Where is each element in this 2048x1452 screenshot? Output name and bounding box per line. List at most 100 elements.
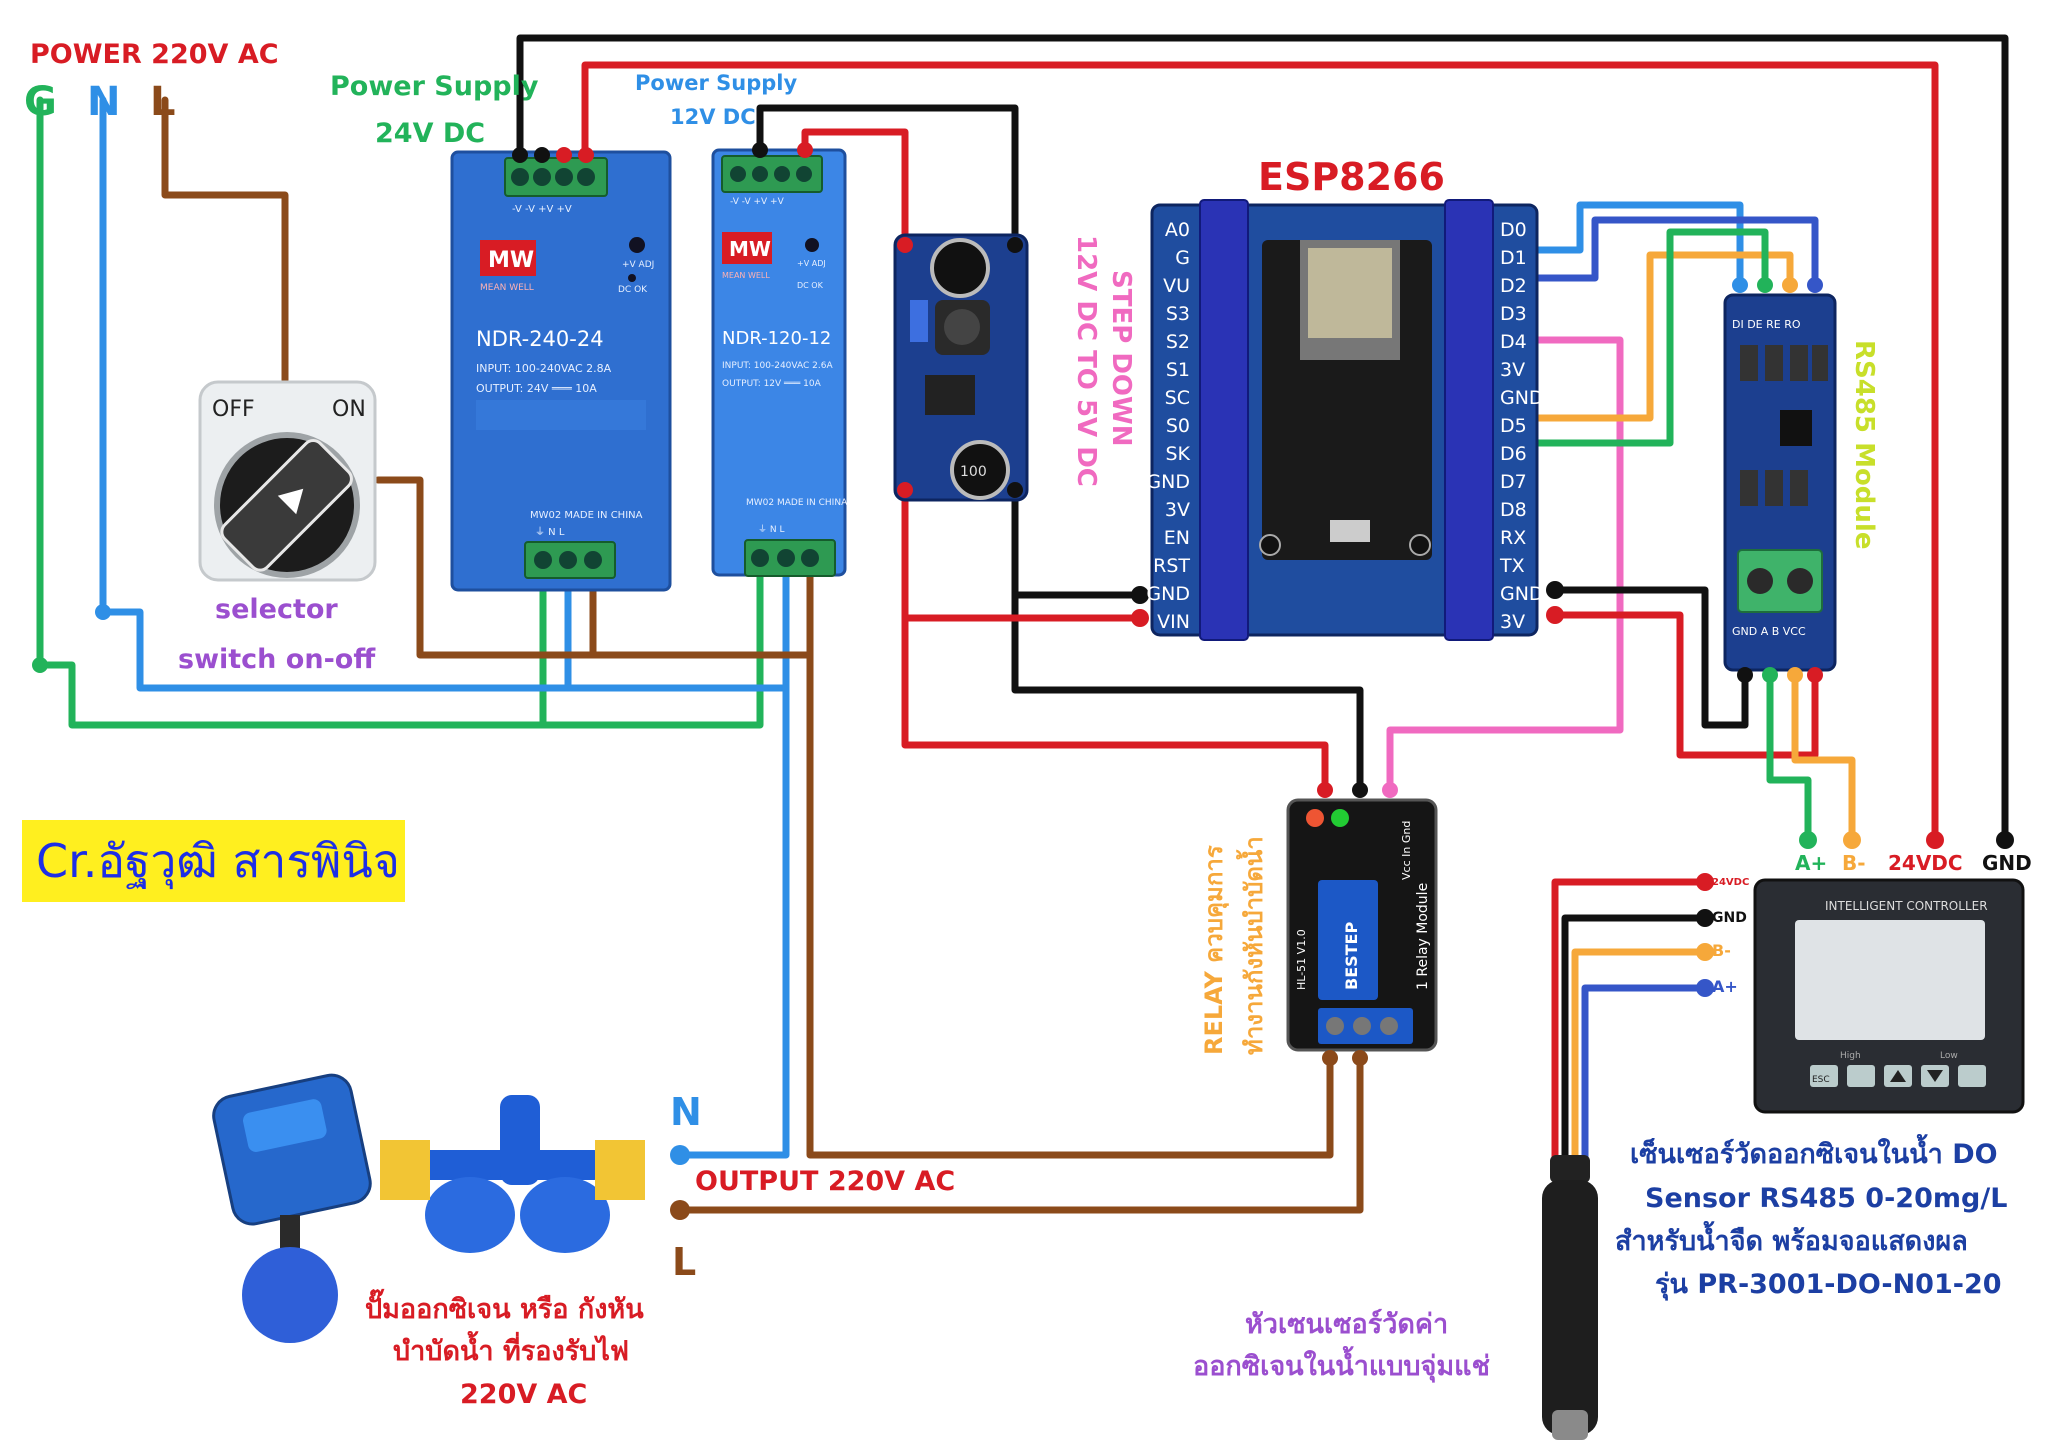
- esp-left-pin: G: [1175, 247, 1190, 269]
- wire-live-to-relay: [806, 651, 1334, 1159]
- psu12-dcok: DC OK: [797, 281, 824, 290]
- psu24-title: Power Supply: [330, 71, 539, 102]
- wire-12v-positive: [801, 128, 909, 249]
- wire-esp-3v-rs485: [1551, 611, 1819, 759]
- selector-off-label: OFF: [212, 397, 255, 422]
- wire-neutral-main: [99, 96, 790, 692]
- esp-left-pins: A0 G VU S3 S2 S1 SC S0 SK GND 3V EN RST …: [1146, 219, 1190, 633]
- selector-switch: OFF ON: [198, 380, 377, 582]
- psu24-made-in: MW02 MADE IN CHINA: [530, 510, 643, 521]
- wire-ground-main: [36, 96, 764, 729]
- esp-left-pin: GND: [1146, 471, 1190, 493]
- stepdown-module: 100: [893, 233, 1029, 502]
- wire-d6-re: [1531, 228, 1769, 447]
- wire-probe-b: [1571, 948, 1709, 1164]
- psu12-title: Power Supply: [635, 71, 797, 95]
- wire-live-output: [676, 1054, 1364, 1214]
- sensor-desc-4: รุ่น PR-3001-DO-N01-20: [1655, 1269, 2002, 1301]
- esp-left-pin: RST: [1153, 555, 1190, 577]
- psu24-terminals-bottom: ⏚ N L: [535, 526, 565, 538]
- wire-probe-24v: [1551, 878, 1709, 1164]
- sensor-desc-1: เซ็นเซอร์วัดออกซิเจนในน้ำ DO: [1630, 1133, 1998, 1170]
- psu12-subtitle: 12V DC: [670, 105, 756, 129]
- pump-desc-1: ปั๊มออกซิเจน หรือ กังหัน: [365, 1289, 644, 1325]
- output-l-label: L: [672, 1240, 696, 1284]
- wire-24v-positive: [581, 61, 1939, 844]
- wire-probe-a: [1581, 984, 1709, 1164]
- wire-d2-di: [1531, 216, 1819, 289]
- stepdown-label-2: 12V DC TO 5V DC: [1071, 235, 1101, 487]
- stepdown-cap-label: 100: [960, 464, 987, 480]
- wire-5v-positive: [901, 486, 1144, 622]
- selector-on-label: ON: [332, 397, 366, 422]
- esp-left-pin: VU: [1163, 275, 1190, 297]
- psu12-output: OUTPUT: 12V ═══ 10A: [722, 379, 822, 389]
- esp-left-pin: GND: [1146, 583, 1190, 605]
- esp-left-pin: SK: [1165, 443, 1190, 465]
- esp-right-pin: D8: [1500, 499, 1527, 521]
- esp-right-pin: D6: [1500, 443, 1527, 465]
- wire-live-switch-out: [374, 476, 814, 659]
- esp-right-pins: D0 D1 D2 D3 D4 3V GND D5 D6 D7 D8 RX TX …: [1499, 219, 1544, 633]
- psu12-terminals-top: -V -V +V +V: [730, 197, 785, 207]
- sensor-desc-3: สำหรับน้ำจืด พร้อมจอแสดงผล: [1615, 1220, 1968, 1257]
- psu12-brand-sub: MEAN WELL: [722, 271, 770, 280]
- pump-desc-3: 220V AC: [460, 1379, 587, 1410]
- controller-term-gnd: GND: [1712, 910, 1747, 926]
- do-probe: [1542, 1155, 1598, 1440]
- stepdown-label-1: STEP DOWN: [1106, 270, 1136, 446]
- paddle-aerator-image: [380, 1095, 645, 1253]
- wire-5v-relay-negative: [1011, 591, 1364, 794]
- wire-d5-de: [1531, 251, 1794, 422]
- power-n-label: N: [87, 79, 120, 125]
- psu24-model: NDR-240-24: [476, 327, 604, 351]
- psu24-brand-sub: MEAN WELL: [480, 283, 534, 293]
- psu12-input: INPUT: 100-240VAC 2.6A: [722, 361, 833, 371]
- psu24-output: OUTPUT: 24V ═══ 10A: [476, 382, 597, 395]
- sensor-term-24v: 24VDC: [1888, 851, 1963, 875]
- controller-term-b: B-: [1712, 941, 1731, 960]
- psu24-input: INPUT: 100-240VAC 2.8A: [476, 362, 612, 375]
- esp-left-pin: 3V: [1165, 499, 1190, 521]
- psu12-unit: -V -V +V +V MW MEAN WELL +V ADJ DC OK ND…: [711, 142, 848, 577]
- psu24-subtitle: 24V DC: [375, 118, 485, 149]
- esp-right-pin: D0: [1500, 219, 1527, 241]
- power-g-label: G: [24, 79, 57, 125]
- psu12-made-in: MW02 MADE IN CHINA: [746, 498, 848, 508]
- esp-left-pin: S3: [1166, 303, 1190, 325]
- probe-desc-2: ออกซิเจนในน้ำแบบจุ่มแช่: [1193, 1345, 1490, 1383]
- controller-esc: ESC: [1812, 1075, 1830, 1085]
- output-title: OUTPUT 220V AC: [695, 1166, 955, 1197]
- wire-esp-gnd-rs485: [1551, 586, 1749, 729]
- rs485-top-pins: DI DE RE RO: [1732, 318, 1801, 331]
- psu24-brand: MW: [488, 248, 534, 273]
- relay-pins: Vcc In Gnd: [1400, 821, 1413, 880]
- esp-left-pin: EN: [1164, 527, 1190, 549]
- power-title: POWER 220V AC: [30, 39, 279, 70]
- esp-right-pin: 3V: [1500, 359, 1525, 381]
- psu12-brand: MW: [729, 237, 771, 261]
- wire-neutral-output: [676, 684, 790, 1159]
- rs485-title: RS485 Module: [1849, 340, 1879, 549]
- sensor-term-a: A+: [1795, 851, 1827, 875]
- esp-right-pin: D5: [1500, 415, 1527, 437]
- psu12-terminals-bottom: ⏚ N L: [758, 524, 784, 535]
- wire-b-minus: [1791, 671, 1856, 844]
- pump-desc-2: บำบัดน้ำ ที่รองรับไฟ: [393, 1330, 629, 1367]
- psu24-terminals-top: -V -V +V +V: [512, 204, 572, 215]
- controller-term-a: A+: [1712, 977, 1738, 996]
- power-l-label: L: [150, 79, 176, 125]
- psu24-adj: +V ADJ: [622, 260, 654, 270]
- esp-right-pin: 3V: [1500, 611, 1525, 633]
- controller-name: INTELLIGENT CONTROLLER: [1825, 899, 1988, 913]
- esp-left-pin: SC: [1165, 387, 1190, 409]
- relay-module: [1286, 782, 1438, 1066]
- wire-5v-relay-positive: [901, 614, 1329, 794]
- esp-right-pin: GND: [1500, 583, 1544, 605]
- rs485-module: DI DE RE RO GND A B VCC: [1723, 277, 1837, 683]
- esp-left-pin: S1: [1166, 359, 1190, 381]
- esp-right-pin: D3: [1500, 303, 1527, 325]
- wire-live-in: [161, 96, 289, 384]
- controller-high: High: [1840, 1051, 1861, 1061]
- esp-left-pin: VIN: [1157, 611, 1190, 633]
